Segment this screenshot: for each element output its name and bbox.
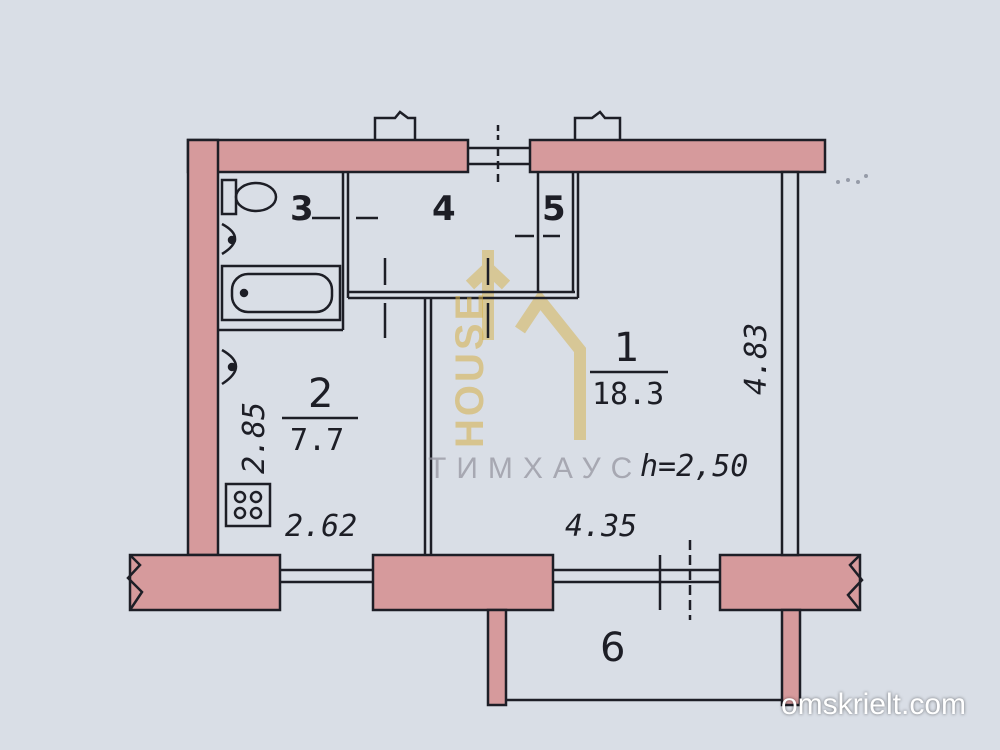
wall-break-marks xyxy=(126,554,864,611)
room-1-number: 1 xyxy=(614,325,640,371)
room-1-area: 18.3 xyxy=(592,377,665,412)
bottom-wall-right xyxy=(718,553,862,612)
stove-icon xyxy=(224,482,272,528)
room-6-number: 6 xyxy=(600,625,626,671)
toilet-icon xyxy=(220,178,278,216)
room-3-number: 3 xyxy=(290,189,314,229)
door-markers xyxy=(312,216,560,338)
top-wall-notches xyxy=(373,110,622,140)
room-5-number: 5 xyxy=(542,189,566,229)
bottom-wall-left xyxy=(128,553,282,612)
sink-icon xyxy=(221,222,237,256)
room-2-area: 7.7 xyxy=(290,423,345,458)
watermark-subtitle: ТИМХАУС xyxy=(428,452,643,485)
top-wall-right xyxy=(528,138,827,174)
balcony xyxy=(486,608,802,707)
windows xyxy=(280,540,720,620)
room-2-depth-dimension: 2.85 xyxy=(237,401,272,474)
entry-door-gap xyxy=(468,125,530,185)
room-2-width-dimension: 2.62 xyxy=(285,509,358,544)
fraction-lines xyxy=(282,370,668,420)
bathtub-icon xyxy=(220,264,342,322)
room-1-width-dimension: 4.35 xyxy=(565,509,638,544)
walls xyxy=(128,138,862,612)
right-wall xyxy=(780,170,800,557)
kitchen-sink-icon xyxy=(221,348,238,386)
ceiling-height: h=2,50 xyxy=(640,449,749,484)
interior-partitions xyxy=(218,172,580,555)
room-4-number: 4 xyxy=(432,189,456,229)
site-caption: omskrielt.com xyxy=(780,688,966,721)
bottom-wall-mid xyxy=(371,553,555,612)
pencil-dots xyxy=(836,174,868,184)
left-wall xyxy=(186,138,220,557)
room-1-depth-dimension: 4.83 xyxy=(739,322,774,395)
watermark-brand: HOUSE xyxy=(448,290,492,448)
room-2-number: 2 xyxy=(308,371,334,417)
top-wall-left xyxy=(186,138,470,174)
